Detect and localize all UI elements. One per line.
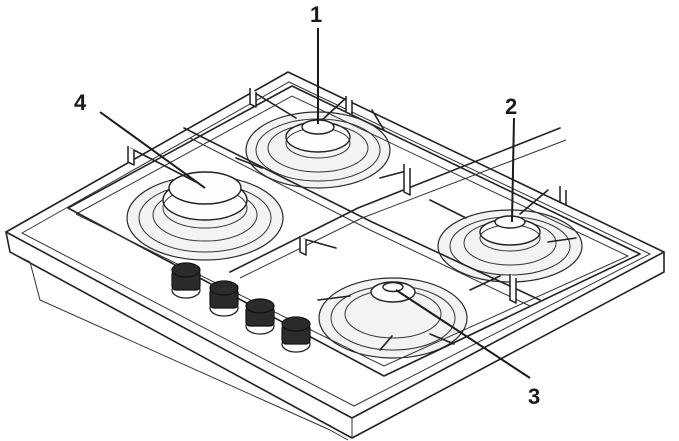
control-knobs <box>171 262 311 353</box>
pan-supports <box>67 85 641 377</box>
burner-right <box>437 209 583 283</box>
label-3: 3 <box>528 384 540 409</box>
knob-2[interactable] <box>209 280 239 317</box>
burner-back <box>245 111 391 189</box>
leader-2 <box>511 117 515 223</box>
leader-3 <box>395 289 531 379</box>
callout-labels: 1 2 3 4 <box>74 2 540 409</box>
hob-body <box>5 71 665 441</box>
leader-4 <box>99 111 206 189</box>
knob-3[interactable] <box>245 298 275 335</box>
label-4: 4 <box>74 90 87 115</box>
knob-1[interactable] <box>171 262 201 299</box>
burner-left <box>126 171 284 261</box>
label-2: 2 <box>505 94 517 119</box>
label-1: 1 <box>310 2 322 27</box>
callout-leaders <box>99 28 531 379</box>
knob-4[interactable] <box>281 316 311 353</box>
burner-front <box>318 277 468 359</box>
